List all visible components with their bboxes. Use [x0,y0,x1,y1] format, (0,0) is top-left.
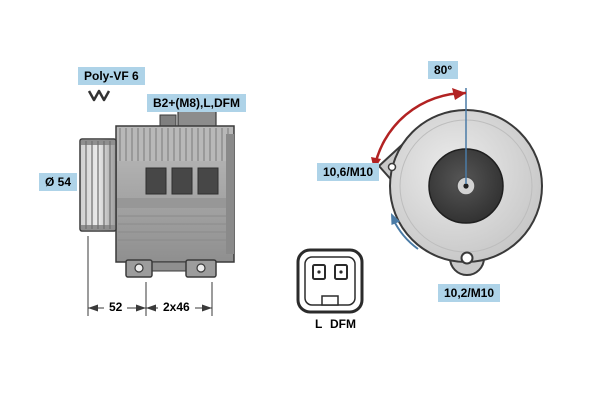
cooling-fins [119,128,229,161]
center-point [463,183,469,189]
belt-type-label: Poly-VF 6 [78,67,145,85]
keying-notch [321,295,339,306]
pin-l-label: L [315,317,323,331]
rear-endplate [226,134,234,254]
body-band [117,198,233,208]
side-mount-label: 10,6/M10 [317,163,380,181]
angle-label: 80° [428,61,459,79]
rear-view-drawing [371,88,543,276]
side-ear-hole [387,162,397,172]
pulley-diameter-label: Ø 54 [39,173,78,191]
dim-arrow [146,304,156,312]
connector-drawing [296,248,364,314]
pin-l-contact [317,270,321,274]
dim-arrow [88,304,98,312]
body-ribs [118,215,233,241]
bottom-ear-hole [460,251,474,265]
foot-hole [134,263,144,273]
vent-window [171,167,193,195]
terminal-label: B2+(M8),L,DFM [147,94,246,112]
arc-arrowhead-top [452,88,466,100]
belt-profile-icon [87,89,111,102]
pulley-grooves [85,141,111,229]
dimension-2x46-label: 2x46 [158,299,195,315]
side-view-drawing [79,89,235,316]
foot-bridge [149,261,189,272]
angle-arc [372,91,467,171]
rotation-arrowhead [391,213,400,225]
pin-dfm-contact [339,270,343,274]
dim-arrow [136,304,146,312]
bottom-mount-label: 10,2/M10 [438,284,501,302]
vent-window [197,167,219,195]
dim-arrow [202,304,212,312]
pin-dfm-label: DFM [330,317,356,331]
dimension-52-label: 52 [104,299,128,315]
fin-band [117,127,233,161]
vent-window [145,167,167,195]
foot-hole [196,263,206,273]
